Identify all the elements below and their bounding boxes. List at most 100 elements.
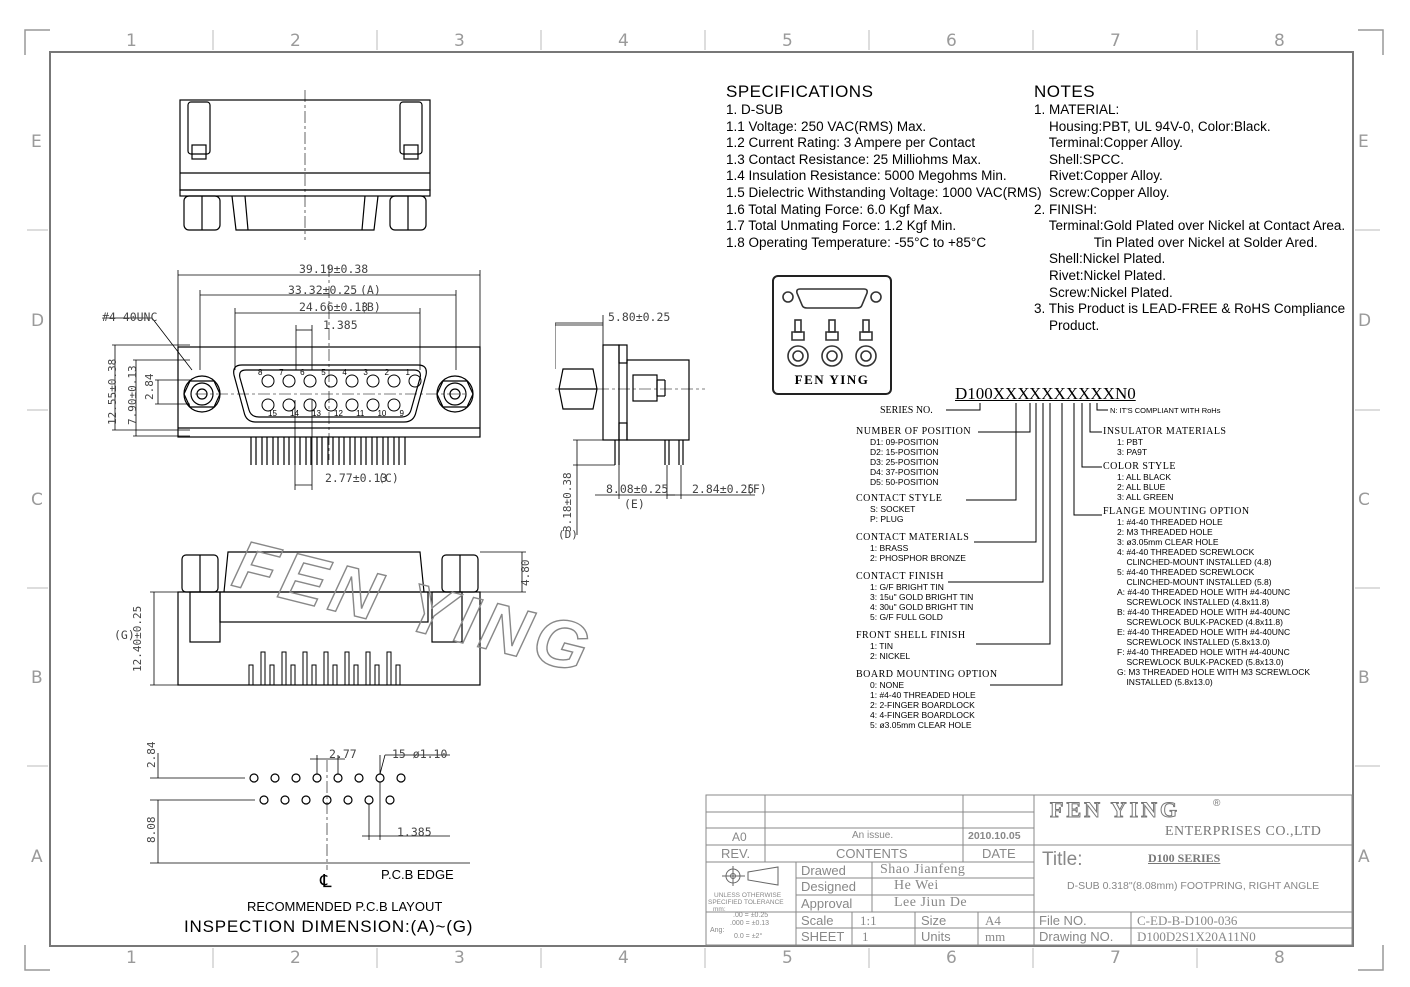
flange-option-3: 3: ø3.05mm CLEAR HOLE (1117, 537, 1219, 547)
pcb-layout-title: RECOMMENDED P.C.B LAYOUT (247, 899, 443, 914)
flange-option-e: E: #4-40 THREADED HOLE WITH #4-40UNC (1117, 627, 1291, 637)
pin-14: 14 (290, 409, 299, 418)
part-code-b: XXXXXXXN0 (1029, 384, 1136, 403)
tolerance-angle-label: Ang: (710, 927, 725, 934)
tolerance-linear-2: .000 = ±0.13 (730, 920, 770, 927)
dim-pcb-holes: 15-ø1.10 (392, 747, 448, 761)
dim-e: 8.08±0.25 (606, 482, 669, 496)
note-line-4: Shell:SPCC. (1034, 151, 1125, 167)
spec-line-6: 1.5 Dielectric Withstanding Voltage: 100… (726, 184, 1042, 200)
zone-col-3-bottom: 3 (454, 948, 465, 968)
group-flange-mounting: FLANGE MOUNTING OPTION (1103, 506, 1250, 517)
color-option-3: 3: ALL GREEN (1117, 492, 1174, 502)
board-mount-option-1: 0: NONE (870, 680, 905, 690)
approval-label: Approval (801, 896, 853, 911)
designed-label: Designed (801, 879, 856, 894)
notes-title: NOTES (1034, 82, 1096, 101)
note-line-5: Rivet:Copper Alloy. (1034, 168, 1163, 184)
rev-date: 2010.10.05 (968, 830, 1021, 842)
right-option-groups: INSULATOR MATERIALS 1: PBT 3: PA9T COLOR… (1103, 426, 1310, 687)
flange-option-fb: SCREWLOCK BULK-PACKED (5.8x13.0) (1117, 657, 1284, 667)
sheet-label: SHEET (801, 929, 845, 944)
flange-option-f: F: #4-40 THREADED HOLE WITH #4-40UNC (1117, 647, 1290, 657)
dim-thread: #4-40UNC (102, 310, 158, 324)
note-line-13: 3. This Product is LEAD-FREE & RoHS Comp… (1034, 301, 1346, 317)
zone-col-6-bottom: 6 (946, 948, 957, 968)
specifications-block: SPECIFICATIONS 1. D-SUB 1.1 Voltage: 250… (726, 82, 1042, 251)
series-no-label: SERIES NO. (880, 405, 933, 416)
zone-row-d-right: D (1358, 311, 1372, 331)
fenying-watermark: FEN YING (226, 540, 603, 670)
note-line-10: Shell:Nickel Plated. (1034, 251, 1166, 267)
group-number-of-position: NUMBER OF POSITION (856, 426, 972, 437)
enterprises-name: ENTERPRISES CO.,LTD (1165, 824, 1322, 839)
pcb-edge-label: P.C.B EDGE (381, 867, 454, 882)
spec-line-9: 1.8 Operating Temperature: -55°C to +85°… (726, 234, 987, 250)
scale-value: 1:1 (860, 913, 877, 928)
flange-option-bb: SCREWLOCK BULK-PACKED (4.8x11.8) (1117, 617, 1283, 627)
dim-d-tag: (D) (558, 528, 578, 541)
pin-8: 8 (258, 368, 263, 377)
size-value: A4 (985, 913, 1001, 928)
zone-col-1-top: 1 (126, 31, 137, 51)
zone-row-a-right: A (1358, 847, 1370, 867)
spec-line-7: 1.6 Total Mating Force: 6.0 Kgf Max. (726, 201, 943, 217)
dim-overall-width: 39.19±0.38 (299, 262, 369, 276)
zone-row-e-right: E (1358, 132, 1369, 152)
flange-option-gb: INSTALLED (5.8x13.0) (1117, 677, 1213, 687)
note-line-9: Tin Plated over Nickel at Solder Ared. (1034, 234, 1318, 250)
centerline-symbol: ℄ (320, 871, 332, 891)
flange-option-b: B: #4-40 THREADED HOLE WITH #4-40UNC (1117, 607, 1291, 617)
dim-f: 2.84±0.25 (692, 482, 755, 496)
spec-line-3: 1.2 Current Rating: 3 Ampere per Contact (726, 135, 976, 151)
drawn-label: Drawed (801, 863, 846, 878)
insulator-option-2: 3: PA9T (1117, 447, 1148, 457)
dim-pcb-w: 2.77 (329, 747, 357, 761)
contact-finish-option-2: 3: 15u" GOLD BRIGHT TIN (870, 592, 974, 602)
rohs-option: N: IT'S COMPLIANT WITH RoHs (1110, 406, 1221, 415)
contact-material-option-2: 2: PHOSPHOR BRONZE (870, 553, 966, 563)
contact-style-option-1: S: SOCKET (870, 504, 916, 514)
dim-pitch: 1.385 (323, 318, 358, 332)
file-no-label: File NO. (1039, 913, 1087, 928)
position-option-3: D3: 25-POSITION (870, 457, 939, 467)
zone-col-5-top: 5 (782, 31, 793, 51)
fenying-logo: FEN YING (772, 275, 892, 395)
pin-6: 6 (300, 368, 305, 377)
spec-line-2: 1.1 Voltage: 250 VAC(RMS) Max. (726, 118, 927, 134)
zone-col-5-bottom: 5 (782, 948, 793, 968)
drawing-title: D100 SERIES (1148, 851, 1221, 865)
pin-15: 15 (268, 409, 277, 418)
dim-b-tag: (B) (360, 300, 381, 314)
dim-a-tag: (A) (360, 283, 381, 297)
dim-pcb-pitch: 1.385 (397, 825, 432, 839)
zone-col-2-bottom: 2 (290, 948, 301, 968)
pin-12: 12 (334, 409, 343, 418)
position-option-5: D5: 50-POSITION (870, 477, 939, 487)
rev-code: A0 (732, 830, 747, 844)
insulator-option-1: 1: PBT (1117, 437, 1143, 447)
pin-3: 3 (363, 368, 368, 377)
part-code-a: D100XXX (955, 384, 1030, 403)
dim-f-tag: (F) (746, 482, 767, 496)
zone-col-4-top: 4 (618, 31, 629, 51)
pin-7: 7 (279, 368, 284, 377)
zone-row-b-left: B (31, 668, 43, 688)
flange-option-2: 2: M3 THREADED HOLE (1117, 527, 1213, 537)
zone-col-2-top: 2 (290, 31, 301, 51)
note-line-14: Product. (1034, 317, 1100, 333)
front-view-drawing (105, 265, 481, 490)
board-mount-option-5: 5: ø3.05mm CLEAR HOLE (870, 720, 972, 730)
flange-option-5: 5: #4-40 THREADED SCREWLOCK (1117, 567, 1255, 577)
pin-13: 13 (312, 409, 321, 418)
header-contents: CONTENTS (836, 846, 908, 861)
pin-10: 10 (377, 409, 387, 418)
notes-block: NOTES 1. MATERIAL: Housing:PBT, UL 94V-0… (1034, 82, 1345, 334)
spec-line-8: 1.7 Total Unmating Force: 1.2 Kgf Min. (726, 218, 957, 234)
group-front-shell-finish: FRONT SHELL FINISH (856, 630, 966, 641)
dim-side-width: 5.80±0.25 (608, 310, 671, 324)
drawing-no-value: D100D2S1X20A11N0 (1137, 929, 1256, 944)
